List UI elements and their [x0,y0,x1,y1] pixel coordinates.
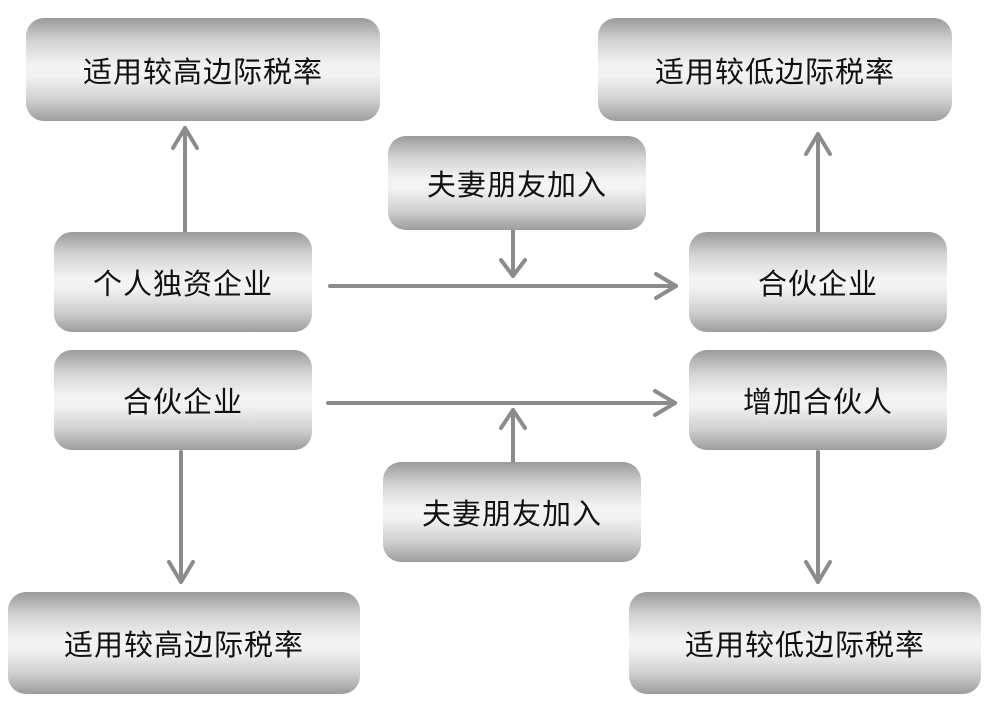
node-lower-rate-top: 适用较低边际税率 [598,18,952,121]
arrow-join-to-top-flow [499,228,527,278]
node-lower-rate-bottom: 适用较低边际税率 [629,592,981,694]
node-spouse-friends-join-top: 夫妻朋友加入 [388,136,646,230]
arrow-join-to-bottom-flow [499,408,527,464]
node-sole-proprietorship: 个人独资企业 [54,232,312,332]
arrow-sole-to-higher-rate [171,126,199,234]
node-spouse-friends-join-bottom: 夫妻朋友加入 [383,462,641,562]
node-partnership-left: 合伙企业 [54,350,312,450]
arrow-partnership-to-higher-rate [167,450,195,584]
arrow-sole-to-partnership [328,272,678,300]
arrow-add-partner-to-lower-rate [804,450,832,584]
arrow-partnership-to-add-partner [326,389,677,417]
node-add-partner: 增加合伙人 [689,350,947,450]
node-partnership-right: 合伙企业 [689,232,947,332]
node-higher-rate-bottom: 适用较高边际税率 [8,592,360,694]
arrow-partnership-to-lower-rate [804,132,832,234]
node-higher-rate-top: 适用较高边际税率 [26,18,380,121]
